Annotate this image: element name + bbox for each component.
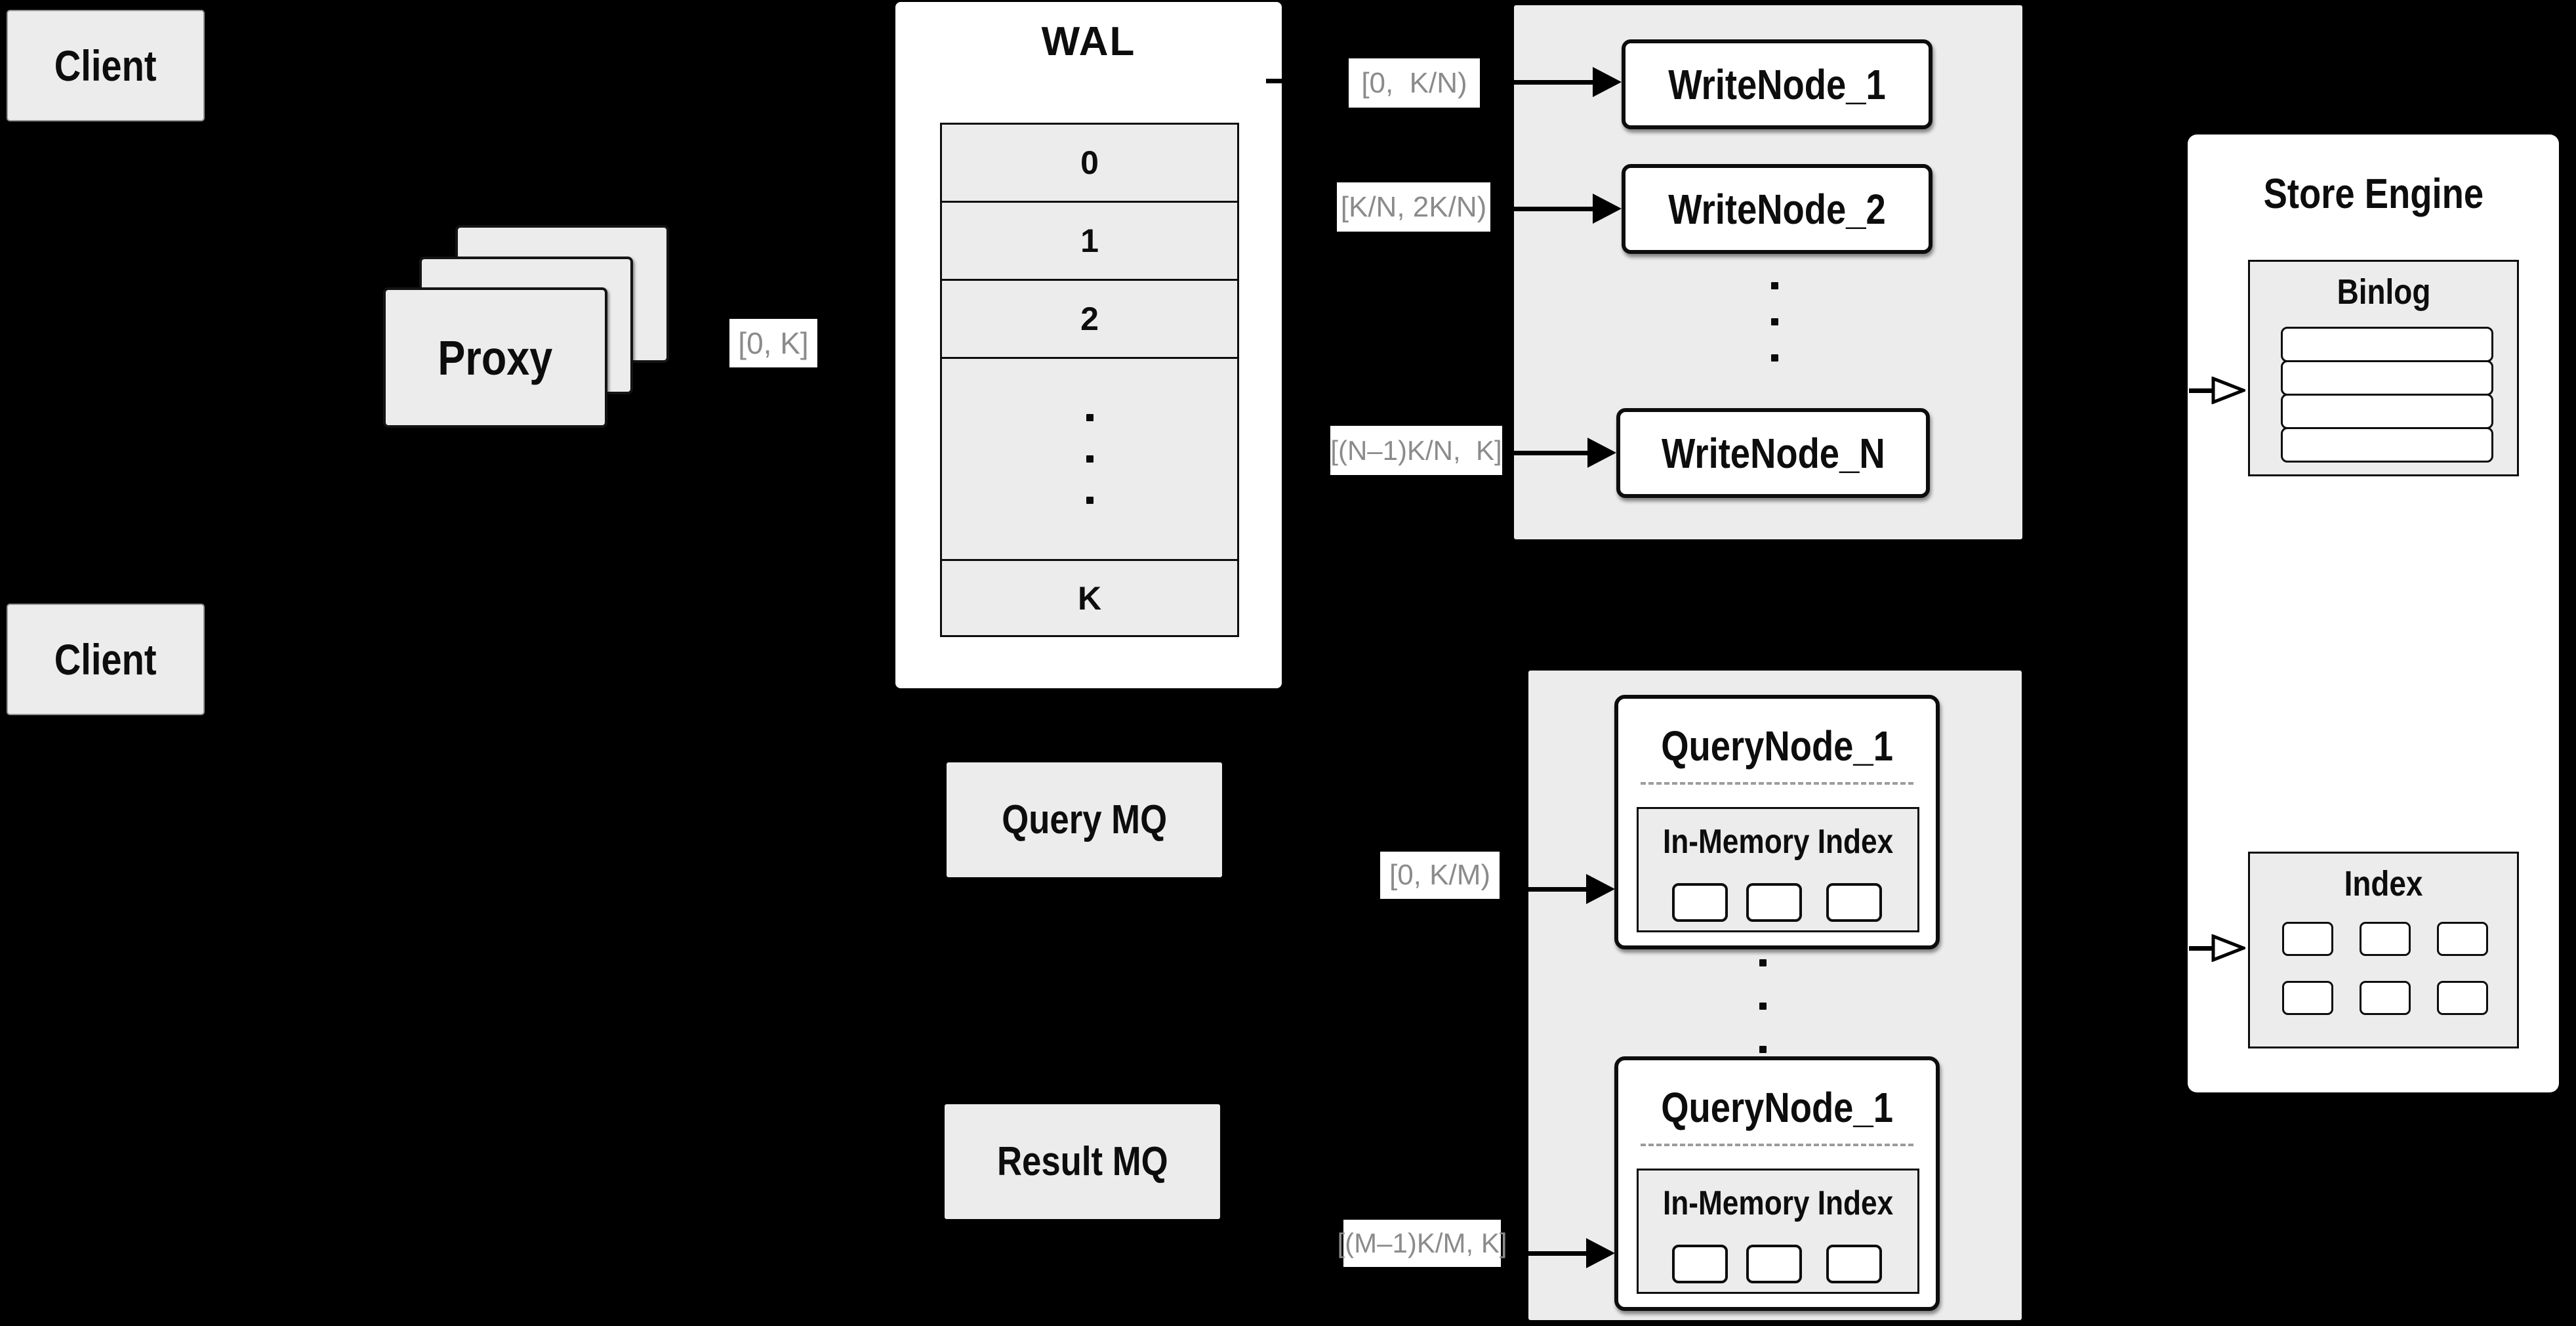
write-range-label-1: [0, K/N) — [1349, 58, 1480, 108]
write-arrow-line-1 — [1481, 80, 1593, 85]
wal-title: WAL — [1041, 18, 1136, 64]
write-node-1-box: WriteNode_1 — [1622, 39, 1932, 129]
index-title: Index — [2344, 864, 2423, 903]
write-arrow-line-3 — [1503, 451, 1587, 455]
binlog-row — [2281, 360, 2493, 396]
query-range-label-1: [0, K/M) — [1380, 852, 1500, 899]
wal-row-0: 0 — [940, 123, 1239, 203]
in-memory-index-box: In-Memory Index — [1637, 1169, 1919, 1294]
index-cell — [2437, 981, 2488, 1015]
client-top-box: Client — [7, 10, 205, 121]
binlog-row — [2281, 394, 2493, 429]
segment-cell — [1672, 883, 1728, 922]
wal-row-1: 1 — [940, 201, 1239, 281]
query-arrow-line-2 — [1500, 1251, 1586, 1256]
segment-cell — [1746, 883, 1802, 922]
query-node-top-box: QueryNode_1 In-Memory Index — [1614, 695, 1940, 949]
store-engine-panel: Store Engine Binlog Index — [2188, 135, 2559, 1092]
proxy-range-label: [0, K] — [729, 319, 817, 367]
result-mq-box: Result MQ — [945, 1104, 1220, 1219]
index-title-row: Index — [2250, 859, 2517, 909]
ellipsis-dot-icon — [1771, 318, 1778, 325]
query-node-top-title: QueryNode_1 — [1661, 722, 1893, 770]
binlog-rows — [2281, 327, 2493, 463]
segment-cell — [1672, 1245, 1728, 1283]
ellipsis-dot-icon — [1759, 959, 1767, 966]
write-node-n-label: WriteNode_N — [1661, 429, 1885, 477]
index-arrow-line — [2189, 946, 2213, 951]
dashed-separator — [1641, 782, 1913, 785]
ellipsis-dot-icon — [1759, 1046, 1767, 1053]
ellipsis-dot-icon — [1086, 414, 1094, 421]
wal-panel: WAL 0 1 2 K — [895, 2, 1282, 688]
segment-cell — [1746, 1245, 1802, 1283]
store-engine-title-row: Store Engine — [2188, 162, 2559, 225]
arrow-head-icon — [1586, 874, 1615, 904]
ellipsis-dot-icon — [1086, 497, 1094, 504]
ellipsis-dot-icon — [1759, 1003, 1767, 1010]
query-range-label-2: [(M–1)K/M, K] — [1337, 1220, 1507, 1267]
store-engine-title: Store Engine — [2263, 170, 2484, 217]
arrow-head-icon — [1587, 438, 1616, 468]
index-cell — [2360, 981, 2411, 1015]
client-bottom-box: Client — [7, 604, 205, 715]
wal-out-arrow-line — [1266, 79, 1283, 83]
dashed-separator — [1641, 1144, 1913, 1146]
wal-row-ellipsis — [940, 357, 1239, 561]
wal-table: 0 1 2 K — [940, 123, 1239, 637]
in-memory-index-title: In-Memory Index — [1662, 823, 1894, 861]
binlog-title: Binlog — [2337, 272, 2430, 312]
ellipsis-dot-icon — [1086, 455, 1094, 463]
write-range-label-2: [K/N, 2K/N) — [1337, 182, 1490, 232]
query-node-bottom-title: QueryNode_1 — [1661, 1084, 1893, 1131]
query-node-bottom-box: QueryNode_1 In-Memory Index — [1614, 1056, 1940, 1311]
wal-row-last: K — [940, 559, 1239, 637]
in-memory-index-title: In-Memory Index — [1662, 1184, 1894, 1222]
binlog-row — [2281, 327, 2493, 362]
arrow-head-icon — [1593, 67, 1622, 97]
query-mq-box: Query MQ — [947, 762, 1222, 877]
open-arrow-head-icon — [2211, 377, 2245, 404]
ellipsis-dot-icon — [1771, 282, 1778, 289]
proxy-label: Proxy — [438, 330, 553, 385]
segment-cell — [1826, 1245, 1882, 1283]
binlog-row — [2281, 427, 2493, 463]
write-arrow-line-2 — [1492, 207, 1593, 211]
index-cell — [2360, 922, 2411, 956]
ellipsis-dot-icon — [1771, 354, 1778, 362]
write-node-1-label: WriteNode_1 — [1668, 60, 1886, 108]
index-cell — [2282, 981, 2333, 1015]
index-cell — [2282, 922, 2333, 956]
in-memory-index-title-row: In-Memory Index — [1639, 1176, 1917, 1231]
index-box: Index — [2248, 852, 2519, 1048]
binlog-box: Binlog — [2248, 260, 2519, 476]
arrow-head-icon — [1593, 194, 1622, 224]
in-memory-index-title-row: In-Memory Index — [1639, 814, 1917, 869]
index-cell — [2437, 922, 2488, 956]
segment-cell — [1826, 883, 1882, 922]
write-node-n-box: WriteNode_N — [1616, 408, 1930, 498]
query-arrow-line-1 — [1500, 887, 1586, 892]
client-top-label: Client — [54, 41, 157, 90]
query-mq-label: Query MQ — [1002, 797, 1167, 842]
write-node-2-box: WriteNode_2 — [1622, 164, 1932, 254]
proxy-card-front: Proxy — [383, 287, 607, 428]
query-node-top-title-row: QueryNode_1 — [1618, 713, 1936, 779]
binlog-title-row: Binlog — [2250, 266, 2517, 318]
query-node-bottom-title-row: QueryNode_1 — [1618, 1075, 1936, 1140]
write-range-label-3: [(N–1)K/N, K] — [1330, 426, 1502, 475]
in-memory-index-box: In-Memory Index — [1637, 807, 1919, 932]
binlog-arrow-line — [2189, 388, 2213, 393]
wal-title-row: WAL — [895, 14, 1282, 69]
client-bottom-label: Client — [54, 635, 157, 684]
open-arrow-head-icon — [2211, 934, 2245, 962]
wal-row-2: 2 — [940, 279, 1239, 359]
arrow-head-icon — [1586, 1238, 1615, 1268]
write-node-2-label: WriteNode_2 — [1668, 185, 1886, 233]
result-mq-label: Result MQ — [996, 1139, 1168, 1184]
